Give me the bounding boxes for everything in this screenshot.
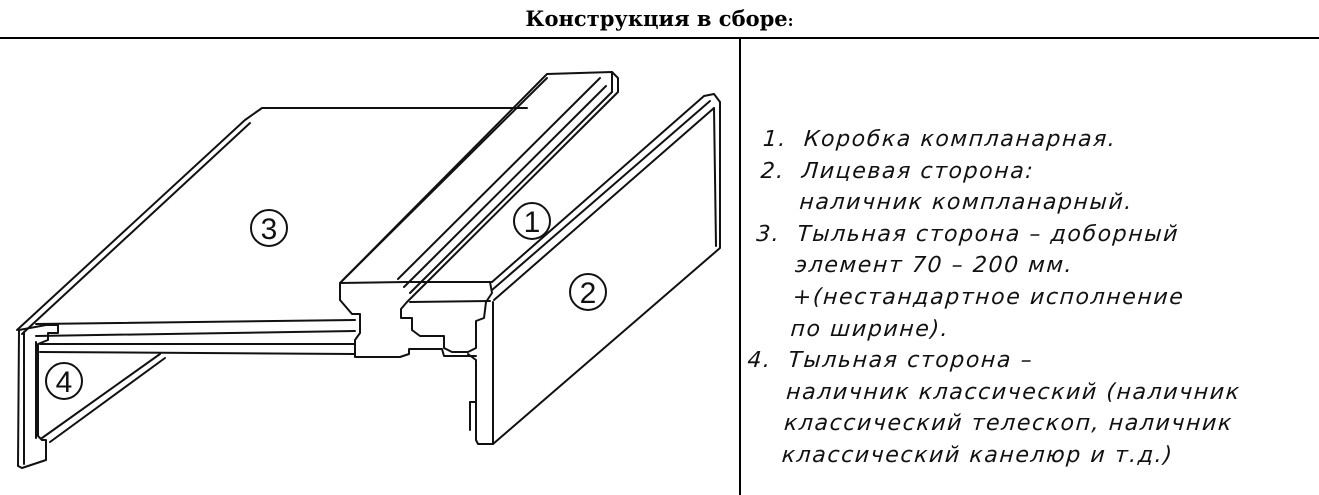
legend-item-3-cont-2: +(нестандартное исполнение — [791, 284, 1186, 310]
coplanar-casing-2 — [409, 93, 721, 445]
title-text: Конструкция в сборе — [525, 6, 788, 31]
legend-item-2-number: 2. — [759, 158, 786, 184]
legend-item-1-text: Коробка компланарная. — [803, 127, 1118, 152]
legend-item-4-cont-2: классический телескоп, наличник — [783, 411, 1234, 437]
callout-number-4: 4 — [56, 366, 73, 399]
legend-item-4-number: 4. — [746, 348, 773, 374]
callout-circle-3 — [250, 209, 288, 247]
column-divider — [739, 38, 741, 495]
legend-item-3-cont-1: элемент 70 – 200 мм. — [794, 253, 1075, 279]
legend-item-4-cont-3: классический канелюр и т.д.) — [780, 442, 1175, 468]
title-colon: : — [787, 11, 794, 30]
legend-item-2: 2. Лицевая сторона: — [760, 156, 1307, 188]
callout-circle-2 — [569, 273, 607, 311]
legend-item-2-text: Лицевая сторона: — [800, 158, 1036, 184]
assembly-drawing: 1 2 3 4 — [16, 71, 721, 469]
legend-item-1-number: 1. — [762, 127, 788, 152]
callout-number-2: 2 — [580, 277, 597, 310]
extension-board-3 — [16, 107, 528, 443]
callout-circle-1 — [513, 202, 551, 240]
legend-item-3-text: Тыльная сторона – доборный — [796, 221, 1181, 247]
legend: 1. Коробка компланарная. 2. Лицевая сторон… — [740, 124, 1309, 472]
legend-item-4: 4. Тыльная сторона – — [746, 345, 1293, 377]
legend-item-3: 3. Тыльная сторона – доборный — [755, 219, 1302, 251]
legend-item-3-number: 3. — [755, 221, 782, 247]
diagram-title: Конструкция в сборе: — [0, 6, 1319, 31]
header-rule — [0, 37, 1319, 39]
legend-item-3-cont-3: по ширине). — [789, 316, 951, 342]
coplanar-frame-1 — [339, 71, 619, 358]
legend-item-1: 1. Коробка компланарная. — [762, 124, 1309, 156]
callout-circle-4 — [45, 362, 83, 400]
classic-casing-4 — [17, 324, 59, 469]
legend-item-4-cont-1: наличник классический (наличник — [785, 379, 1242, 405]
legend-item-4-text: Тыльная сторона – — [787, 348, 1035, 374]
callout-number-3: 3 — [261, 213, 278, 246]
legend-item-2-cont-1: наличник компланарный. — [798, 190, 1134, 216]
callout-number-1: 1 — [524, 206, 541, 239]
